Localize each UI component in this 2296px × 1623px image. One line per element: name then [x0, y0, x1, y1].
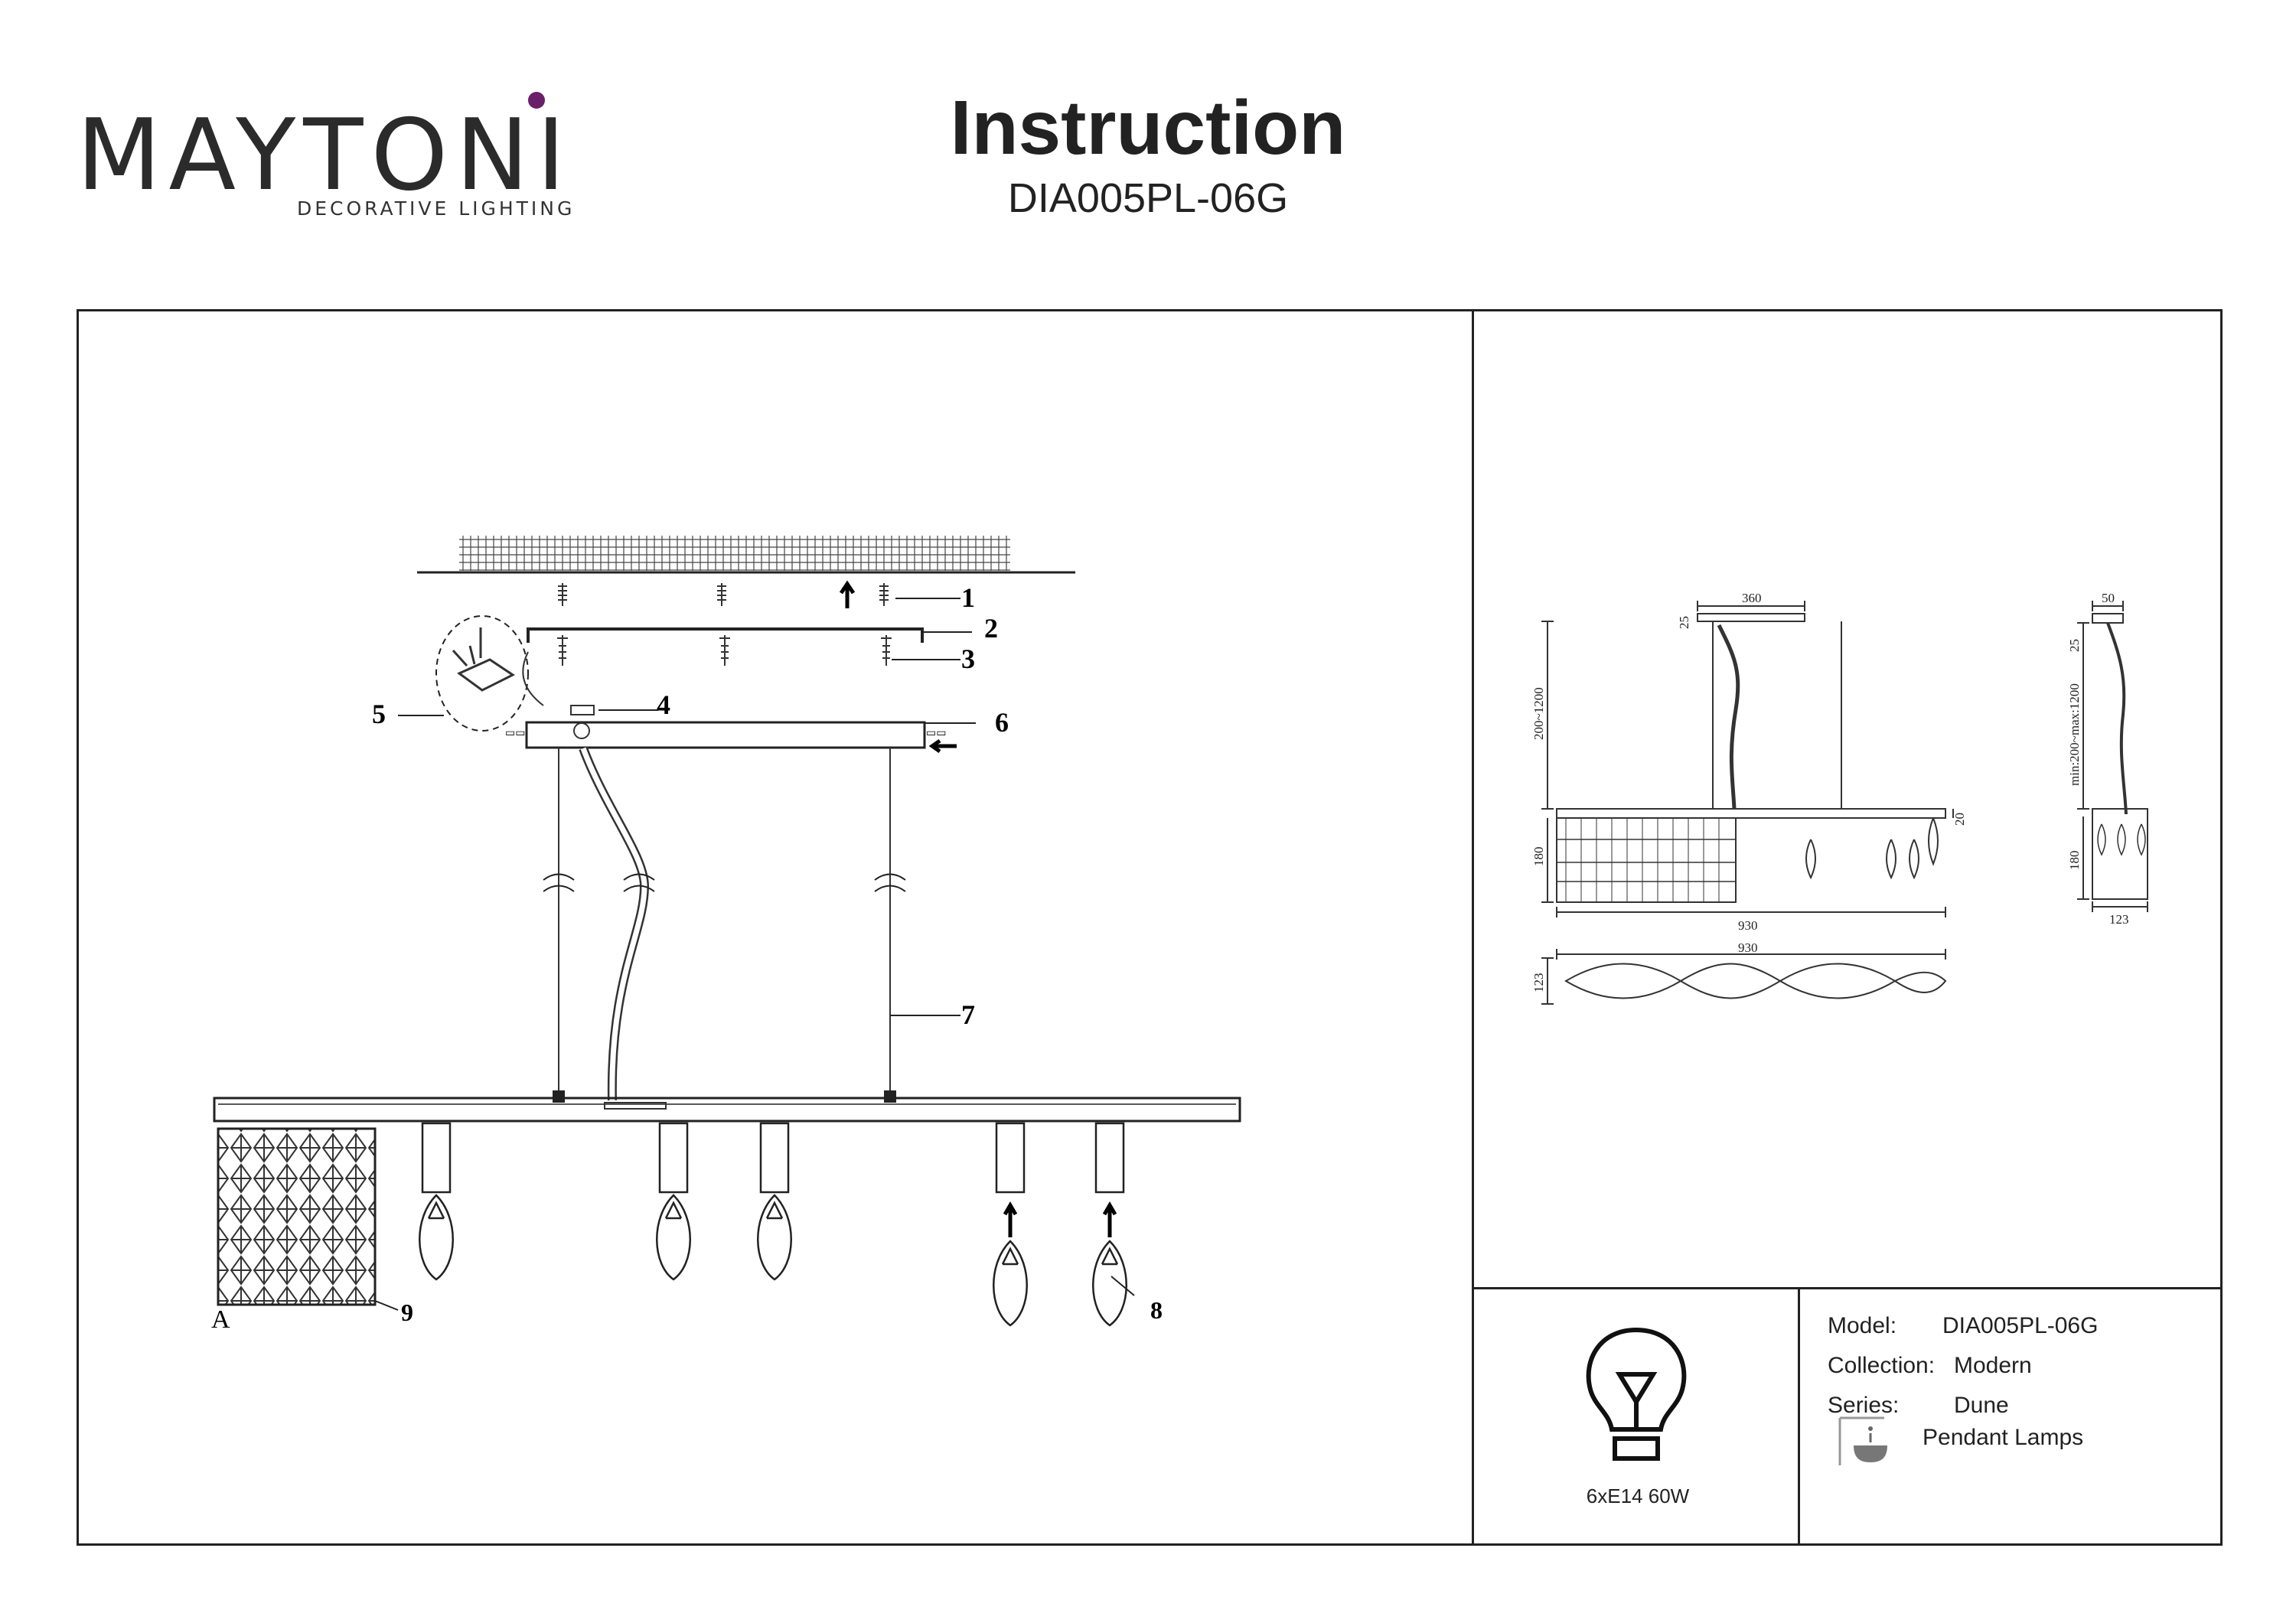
dim-side-canopy-width: 50 — [2102, 591, 2115, 605]
pendant-lamp-icon — [1838, 1416, 1887, 1465]
dim-canopy-width: 360 — [1742, 591, 1762, 605]
callout-9: 9 — [401, 1299, 413, 1326]
type-value: Pendant Lamps — [1923, 1425, 2084, 1450]
front-rail — [1556, 808, 1946, 819]
lamp-sockets — [419, 1122, 1127, 1327]
dim-side-canopy-height: 25 — [2067, 639, 2082, 652]
lamp-holder — [1094, 1122, 1125, 1194]
callout-7: 7 — [961, 999, 975, 1030]
model-code: DIA005PL-06G — [1007, 175, 1289, 221]
mounting-bracket — [527, 627, 924, 643]
lamp-holder — [995, 1122, 1026, 1194]
model-value: DIA005PL-06G — [1942, 1313, 2099, 1338]
candle-bulb — [993, 1240, 1028, 1327]
crystal-shade — [217, 1127, 377, 1306]
side-arrow — [928, 738, 957, 754]
main-rail — [213, 1097, 1241, 1123]
front-canopy — [1697, 613, 1805, 622]
frame-divider-vertical — [1472, 309, 1474, 1546]
callout-1: 1 — [961, 582, 975, 613]
dim-rail-height: 20 — [1952, 813, 1967, 826]
svg-text:▭▭: ▭▭ — [926, 728, 946, 739]
callout-4: 4 — [657, 689, 670, 720]
candle-bulb — [1092, 1240, 1127, 1327]
brand-tagline: DECORATIVE LIGHTING — [297, 197, 576, 220]
side-shade — [2092, 808, 2148, 900]
lamp-holder — [421, 1122, 452, 1194]
wiring-detail — [435, 615, 529, 732]
wall-plugs — [558, 583, 889, 606]
info-divider — [1798, 1287, 1800, 1546]
plan-outline — [1564, 963, 1947, 999]
page-title: Instruction — [950, 85, 1346, 171]
dim-plan-depth: 123 — [1531, 973, 1546, 993]
dimension-drawings: 360 25 200~1200 180 20 930 930 123 50 25… — [1531, 591, 2148, 1005]
callout-5: 5 — [372, 699, 386, 729]
dim-body-height: 180 — [1531, 847, 1546, 867]
model-label: Model: — [1828, 1313, 1897, 1338]
collection-label: Collection: — [1828, 1353, 1936, 1378]
dim-side-drop: min:200~max:1200 — [2067, 683, 2082, 786]
callout-3: 3 — [961, 644, 975, 674]
candle-bulb — [757, 1194, 792, 1281]
dim-front-width: 930 — [1738, 918, 1758, 933]
callout-8: 8 — [1150, 1296, 1163, 1324]
callout-line-9 — [374, 1300, 399, 1311]
terminal-block — [570, 705, 595, 715]
side-canopy — [2092, 613, 2124, 624]
insert-arrow — [1003, 1201, 1018, 1237]
callout-line-8 — [1110, 1276, 1135, 1296]
assembly-diagram: ▭▭ ▭▭ A 1 2 3 4 5 6 7 8 9 — [211, 536, 1241, 1334]
dim-canopy-height: 25 — [1677, 616, 1691, 629]
series-label: Series: — [1828, 1393, 1900, 1418]
sheet-frame — [77, 309, 2223, 1546]
bulb-spec: 6xE14 60W — [1586, 1484, 1690, 1507]
dim-drop: 200~1200 — [1531, 687, 1546, 740]
collection-value: Modern — [1954, 1353, 2032, 1378]
logo-accent-dot — [528, 92, 545, 109]
lamp-holder — [658, 1122, 689, 1194]
frame-divider-horizontal — [1472, 1287, 2223, 1289]
up-arrow — [839, 580, 856, 608]
callout-6: 6 — [995, 707, 1009, 738]
dim-side-body-height: 180 — [2067, 851, 2082, 871]
bulb-icon — [1586, 1327, 1687, 1461]
candle-bulb — [656, 1194, 691, 1281]
callout-2: 2 — [984, 613, 998, 644]
lamp-holder — [759, 1122, 790, 1194]
brand-logo: MAYTONI — [77, 99, 573, 213]
detail-label: A — [211, 1305, 230, 1334]
canopy — [525, 721, 926, 749]
candle-bulb — [419, 1194, 454, 1281]
cut-marks — [543, 873, 906, 892]
front-shade — [1556, 817, 1737, 903]
dim-plan-width: 930 — [1738, 940, 1758, 955]
svg-text:▭▭: ▭▭ — [505, 728, 525, 739]
ceiling-texture — [459, 536, 1010, 571]
screws — [557, 635, 892, 666]
series-value: Dune — [1954, 1393, 2009, 1418]
insert-arrow — [1102, 1201, 1117, 1237]
dim-side-depth: 123 — [2109, 912, 2129, 927]
